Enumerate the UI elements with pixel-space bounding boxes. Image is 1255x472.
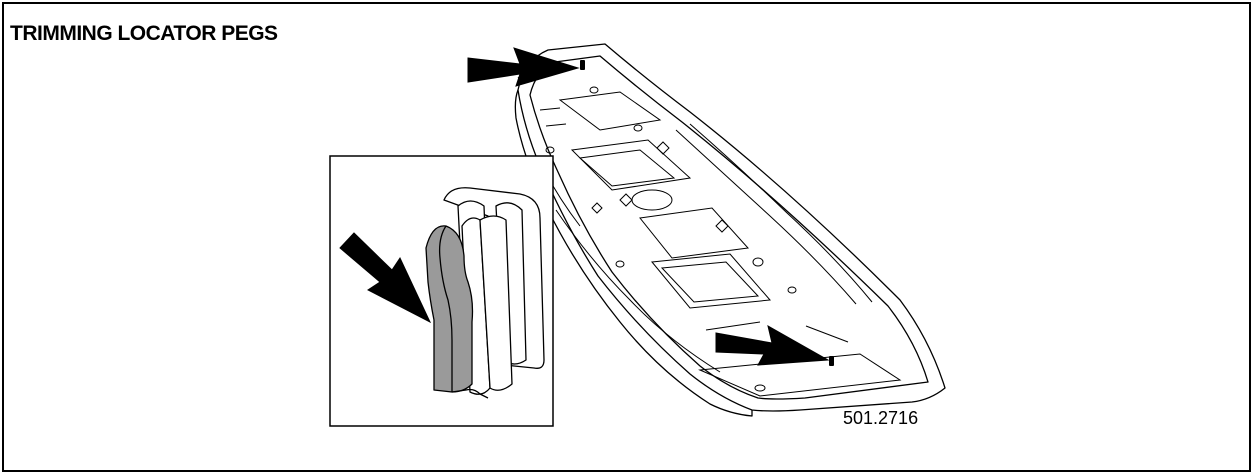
detail-inset (329, 155, 554, 427)
arrow-inset-peg (339, 232, 432, 324)
diagram-canvas (329, 43, 946, 427)
figure-reference-number: 501.2716 (843, 408, 919, 428)
arrow-top-peg (467, 47, 580, 87)
locator-peg-marks (580, 60, 834, 366)
locator-peg-detail (425, 187, 545, 399)
tailgate-inner-details (539, 86, 902, 397)
figure-title: TRIMMING LOCATOR PEGS (10, 22, 278, 45)
tailgate-panel (514, 43, 946, 417)
arrow-bottom-peg (715, 325, 830, 366)
